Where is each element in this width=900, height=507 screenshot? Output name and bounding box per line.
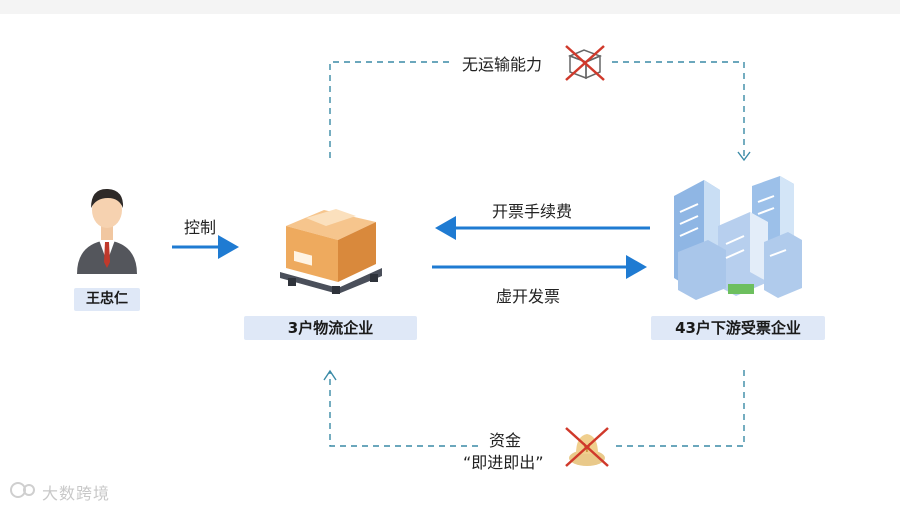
watermark-logo-icon (10, 482, 35, 498)
funds-label: 资金 (489, 431, 522, 450)
downstream-label: 43户下游受票企业 (651, 316, 825, 340)
crossed-out-box-icon (565, 45, 605, 81)
funds-inout-label: “即进即出” (463, 453, 544, 472)
bottom-dashed-connector (612, 370, 745, 447)
top-dashed-connector (329, 61, 452, 158)
invoice-label: 虚开发票 (496, 287, 561, 306)
person-name-tag: 王忠仁 (74, 288, 140, 311)
cardboard-box-pallet-icon (280, 209, 382, 294)
logistics-label: 3户物流企业 (244, 316, 417, 340)
control-label: 控制 (184, 218, 217, 237)
no-transport-label: 无运输能力 (462, 55, 543, 74)
businessman-icon (77, 188, 137, 274)
office-buildings-icon (674, 176, 802, 300)
crossed-out-money-icon: ¥ (565, 427, 609, 467)
top-strip (0, 0, 900, 14)
fee-label: 开票手续费 (492, 202, 573, 221)
watermark-text: 大数跨境 (42, 484, 111, 503)
